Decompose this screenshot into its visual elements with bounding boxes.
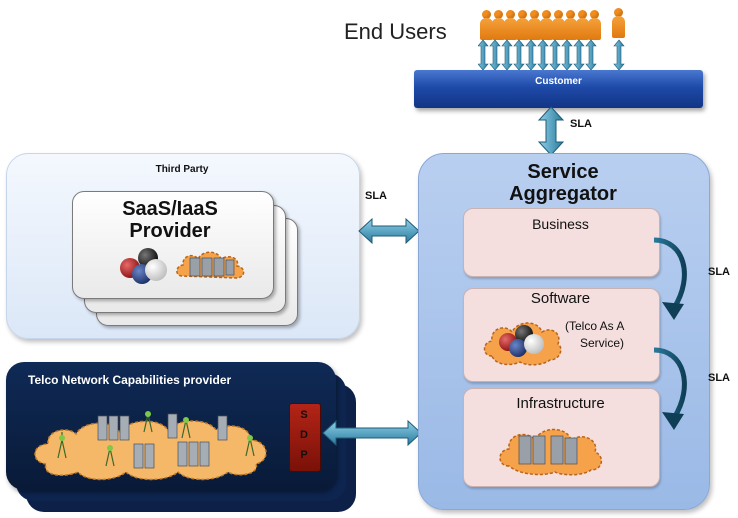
provider-card <box>72 191 274 299</box>
user-icon <box>480 10 493 40</box>
business-layer <box>463 208 660 277</box>
telco-service-cloud-icon <box>483 322 562 366</box>
service-balls-icon <box>120 248 167 284</box>
user-icon <box>552 10 565 40</box>
user-icon <box>528 10 541 40</box>
customer-label: Customer <box>535 76 582 87</box>
sdp-letter-p: P <box>300 449 308 461</box>
infrastructure-cloud-icon <box>499 428 603 476</box>
server-cloud-icon <box>176 251 245 279</box>
provider-title: SaaS/IaaS Provider <box>70 198 270 242</box>
business-label: Business <box>532 216 589 232</box>
provider-title-line1: SaaS/IaaS <box>122 198 218 220</box>
software-note-line1: (Telco As A <box>565 319 625 333</box>
user-customer-arrows <box>478 39 625 71</box>
sla-label-third-party: SLA <box>365 190 387 202</box>
customer-aggregator-arrow <box>537 106 565 156</box>
service-aggregator-title: Service Aggregator <box>418 161 708 205</box>
infrastructure-label: Infrastructure <box>516 395 605 412</box>
user-icon <box>504 10 517 40</box>
software-infrastructure-curved-arrow <box>653 347 687 430</box>
aggregator-title-line2: Aggregator <box>509 183 617 205</box>
third-party-aggregator-arrow <box>358 217 420 245</box>
user-icon <box>564 10 577 40</box>
sla-label-software-infrastructure: SLA <box>708 372 730 384</box>
user-icon <box>492 10 505 40</box>
user-icon <box>612 8 625 38</box>
aggregator-title-line1: Service <box>527 161 599 183</box>
software-note-line2: Service) <box>580 336 625 350</box>
software-label: Software <box>530 290 591 307</box>
sla-label-business-software: SLA <box>708 266 730 278</box>
telco-aggregator-arrow <box>322 419 422 447</box>
sdp-letter-s: S <box>300 409 308 421</box>
end-users-crowd <box>478 6 638 46</box>
sdp-box <box>289 403 321 472</box>
third-party-label: Third Party <box>155 164 209 175</box>
telco-network-cloud-icon <box>34 411 267 481</box>
user-icon <box>516 10 529 40</box>
user-icon <box>588 10 601 40</box>
provider-title-line2: Provider <box>129 220 211 242</box>
sdp-letter-d: D <box>300 429 308 441</box>
customer-bar <box>414 70 703 108</box>
telco-label: Telco Network Capabilities provider <box>28 373 232 387</box>
user-icon <box>540 10 553 40</box>
user-icon <box>576 10 589 40</box>
sla-label-customer: SLA <box>570 118 592 130</box>
end-users-label: End Users <box>344 19 447 44</box>
business-software-curved-arrow <box>653 237 687 320</box>
